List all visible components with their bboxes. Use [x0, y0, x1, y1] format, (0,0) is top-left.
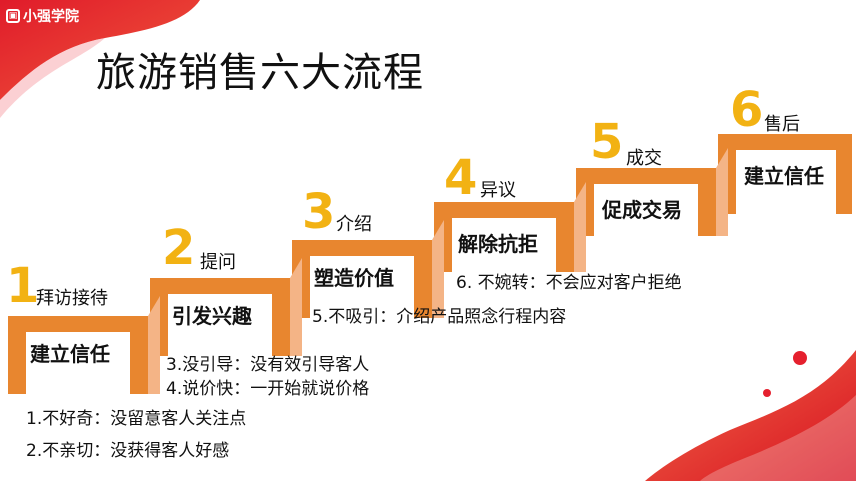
deco-dot-small [763, 389, 771, 397]
issue-6: 6. 不婉转：不会应对客户拒绝 [456, 273, 682, 293]
step-1-number: 1 [6, 258, 40, 314]
issue-1: 1.不好奇：没留意客人关注点 [26, 409, 247, 429]
step-1-label: 拜访接待 [36, 288, 108, 309]
step-6-box-text: 建立信任 [744, 164, 824, 188]
issue-4: 4.说价快：一开始就说价格 [166, 379, 370, 399]
brand-logo: ▣ 小强学院 [6, 6, 79, 26]
step-3-shape [292, 240, 432, 318]
deco-dot [793, 351, 807, 365]
step-3-box-text: 塑造价值 [314, 266, 394, 290]
step-5-box-text: 促成交易 [602, 198, 682, 222]
step-2-label: 提问 [200, 252, 236, 273]
step-6-number: 6 [730, 82, 764, 138]
step-1-shape [8, 316, 148, 394]
page-title: 旅游销售六大流程 [96, 50, 424, 96]
issue-5: 5.不吸引：介绍产品照念行程内容 [312, 307, 567, 327]
step-6-label: 售后 [764, 114, 800, 135]
step-5-label: 成交 [626, 148, 662, 169]
step-4-label: 异议 [480, 180, 516, 201]
step-2-box-text: 引发兴趣 [172, 304, 252, 328]
step-2-shape [150, 278, 290, 356]
step-6-shape [718, 134, 852, 214]
building-icon: ▣ [6, 9, 20, 23]
step-3-label: 介绍 [336, 214, 372, 235]
issue-2: 2.不亲切：没获得客人好感 [26, 441, 230, 461]
step-4-shape [434, 202, 574, 272]
step-4-box-text: 解除抗拒 [458, 232, 538, 256]
step-3-number: 3 [302, 184, 336, 240]
step-4-number: 4 [444, 150, 478, 206]
brand-name: 小强学院 [23, 9, 79, 25]
step-2-number: 2 [162, 220, 196, 276]
step-1-box-text: 建立信任 [30, 342, 110, 366]
issue-3: 3.没引导：没有效引导客人 [166, 355, 370, 375]
step-5-shape [576, 168, 716, 236]
step-5-number: 5 [590, 114, 624, 170]
